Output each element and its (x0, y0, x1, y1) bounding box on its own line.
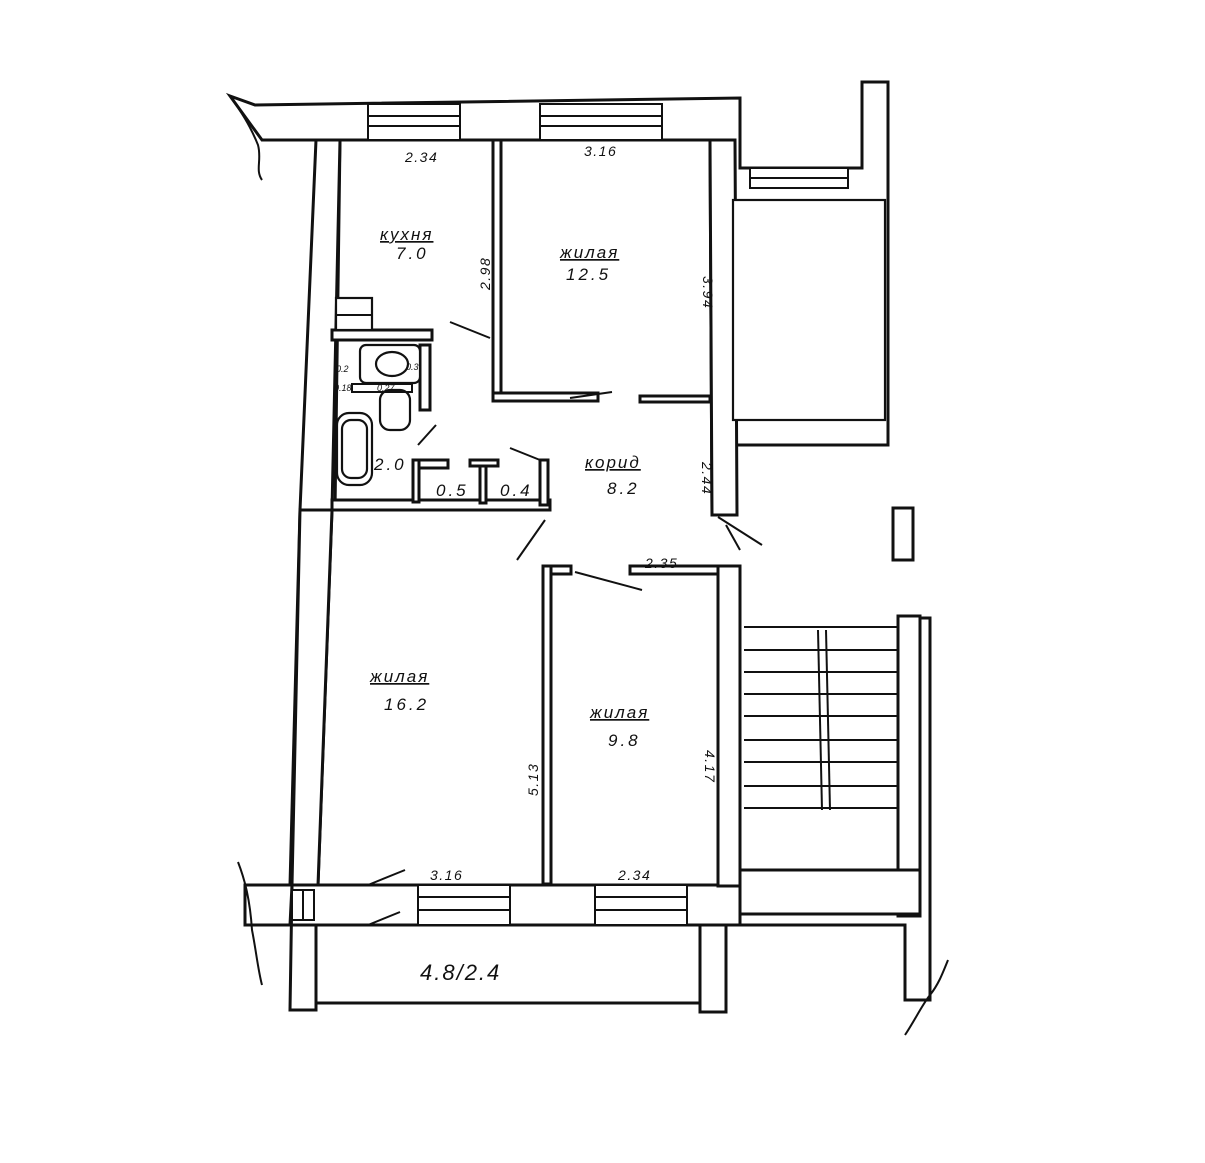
wall-kitchen-room (491, 138, 503, 402)
dim-left-room-depth: 5.13 (525, 763, 541, 796)
dim-top-room-depth: 3.94 (700, 276, 716, 309)
wall-right-room-top (549, 564, 573, 576)
dim-right-room-bottom-width: 2.34 (617, 867, 651, 883)
wall-top-room-bottom-right (638, 394, 712, 404)
window-kitchen (367, 103, 461, 141)
wall-rooms-divider (541, 564, 553, 886)
door-entrance-2 (725, 524, 741, 551)
balcony-slab (314, 923, 702, 1005)
dim-wc-small-1: 0.2 (336, 364, 349, 374)
stair-right-wall (896, 614, 922, 918)
right-upper-wall (708, 138, 739, 517)
break-mark-bottom-right (904, 959, 949, 1036)
door-top-room (569, 391, 613, 399)
door-kitchen (449, 321, 491, 339)
bathtub (335, 411, 374, 487)
window-top-room (539, 103, 663, 141)
door-right-room (574, 571, 643, 591)
stair-left-wall (716, 564, 742, 888)
living-top-area: 12.5 (566, 265, 611, 284)
bath-area: 2.0 (373, 455, 407, 474)
dim-top-room-width: 3.16 (584, 143, 617, 159)
corridor-area: 8.2 (607, 479, 640, 498)
break-mark-top (229, 95, 263, 181)
kitchen-name: кухня (380, 225, 433, 244)
window-left-wall (291, 889, 315, 921)
bottom-left-stub (243, 883, 294, 927)
dim-right-room-depth: 4.17 (702, 750, 718, 783)
stair-rail-1 (817, 629, 823, 811)
dim-corridor-length: 2.44 (699, 461, 715, 495)
wall-top-room-bottom (491, 391, 600, 403)
sink-kitchen (334, 296, 374, 332)
door-left-room (516, 519, 546, 561)
stair-rail-2 (825, 629, 831, 811)
closet-b-area: 0.4 (500, 481, 533, 500)
kitchen-area: 7.0 (396, 244, 429, 263)
washbasin (378, 388, 412, 432)
window-bottom-left (417, 884, 511, 926)
window-right-balcony (749, 167, 849, 189)
dim-right-room-top-width: 2.35 (644, 555, 678, 571)
dim-wc-small-3: 0.18 (334, 383, 352, 393)
right-loggia (731, 198, 887, 422)
wall-right-room-top-2 (628, 564, 720, 576)
dim-balcony: 4.8/2.4 (420, 960, 501, 985)
dim-left-room-bottom-width: 3.16 (430, 867, 463, 883)
shelf-small (351, 383, 413, 393)
door-closet (509, 447, 541, 461)
column-stub (891, 506, 915, 562)
door-balcony-2 (367, 911, 401, 926)
closet-a-area: 0.5 (436, 481, 469, 500)
corridor-name: корид (585, 453, 641, 472)
living-left-area: 16.2 (384, 695, 429, 714)
dim-wc-small-2: 0.3 (406, 362, 419, 372)
dim-kitchen-width: 2.34 (404, 149, 438, 165)
window-bottom-right (594, 884, 688, 926)
living-left-name: жилая (369, 667, 429, 686)
dim-kitchen-depth: 2.98 (477, 257, 493, 291)
wall-closet-divider (478, 461, 488, 505)
wall-closet-top (416, 458, 450, 470)
door-entrance (717, 516, 763, 546)
living-top-name: жилая (559, 243, 619, 262)
living-right-area: 9.8 (608, 731, 641, 750)
door-balcony (367, 869, 406, 886)
left-lower-wall (290, 508, 334, 887)
living-right-name: жилая (589, 703, 649, 722)
wall-closet-top-2 (468, 458, 500, 468)
wall-wc-shelf (330, 328, 434, 342)
toilet (358, 343, 422, 385)
stair-landing (738, 868, 922, 916)
door-wc (417, 424, 437, 446)
wall-middle (330, 498, 552, 512)
break-mark-bottom-left (237, 861, 263, 986)
wall-bath-right (411, 458, 421, 504)
wall-closet-right (538, 458, 550, 507)
dim-wc-small-4: 0.27 (377, 383, 396, 393)
wall-wc-right (418, 343, 432, 412)
